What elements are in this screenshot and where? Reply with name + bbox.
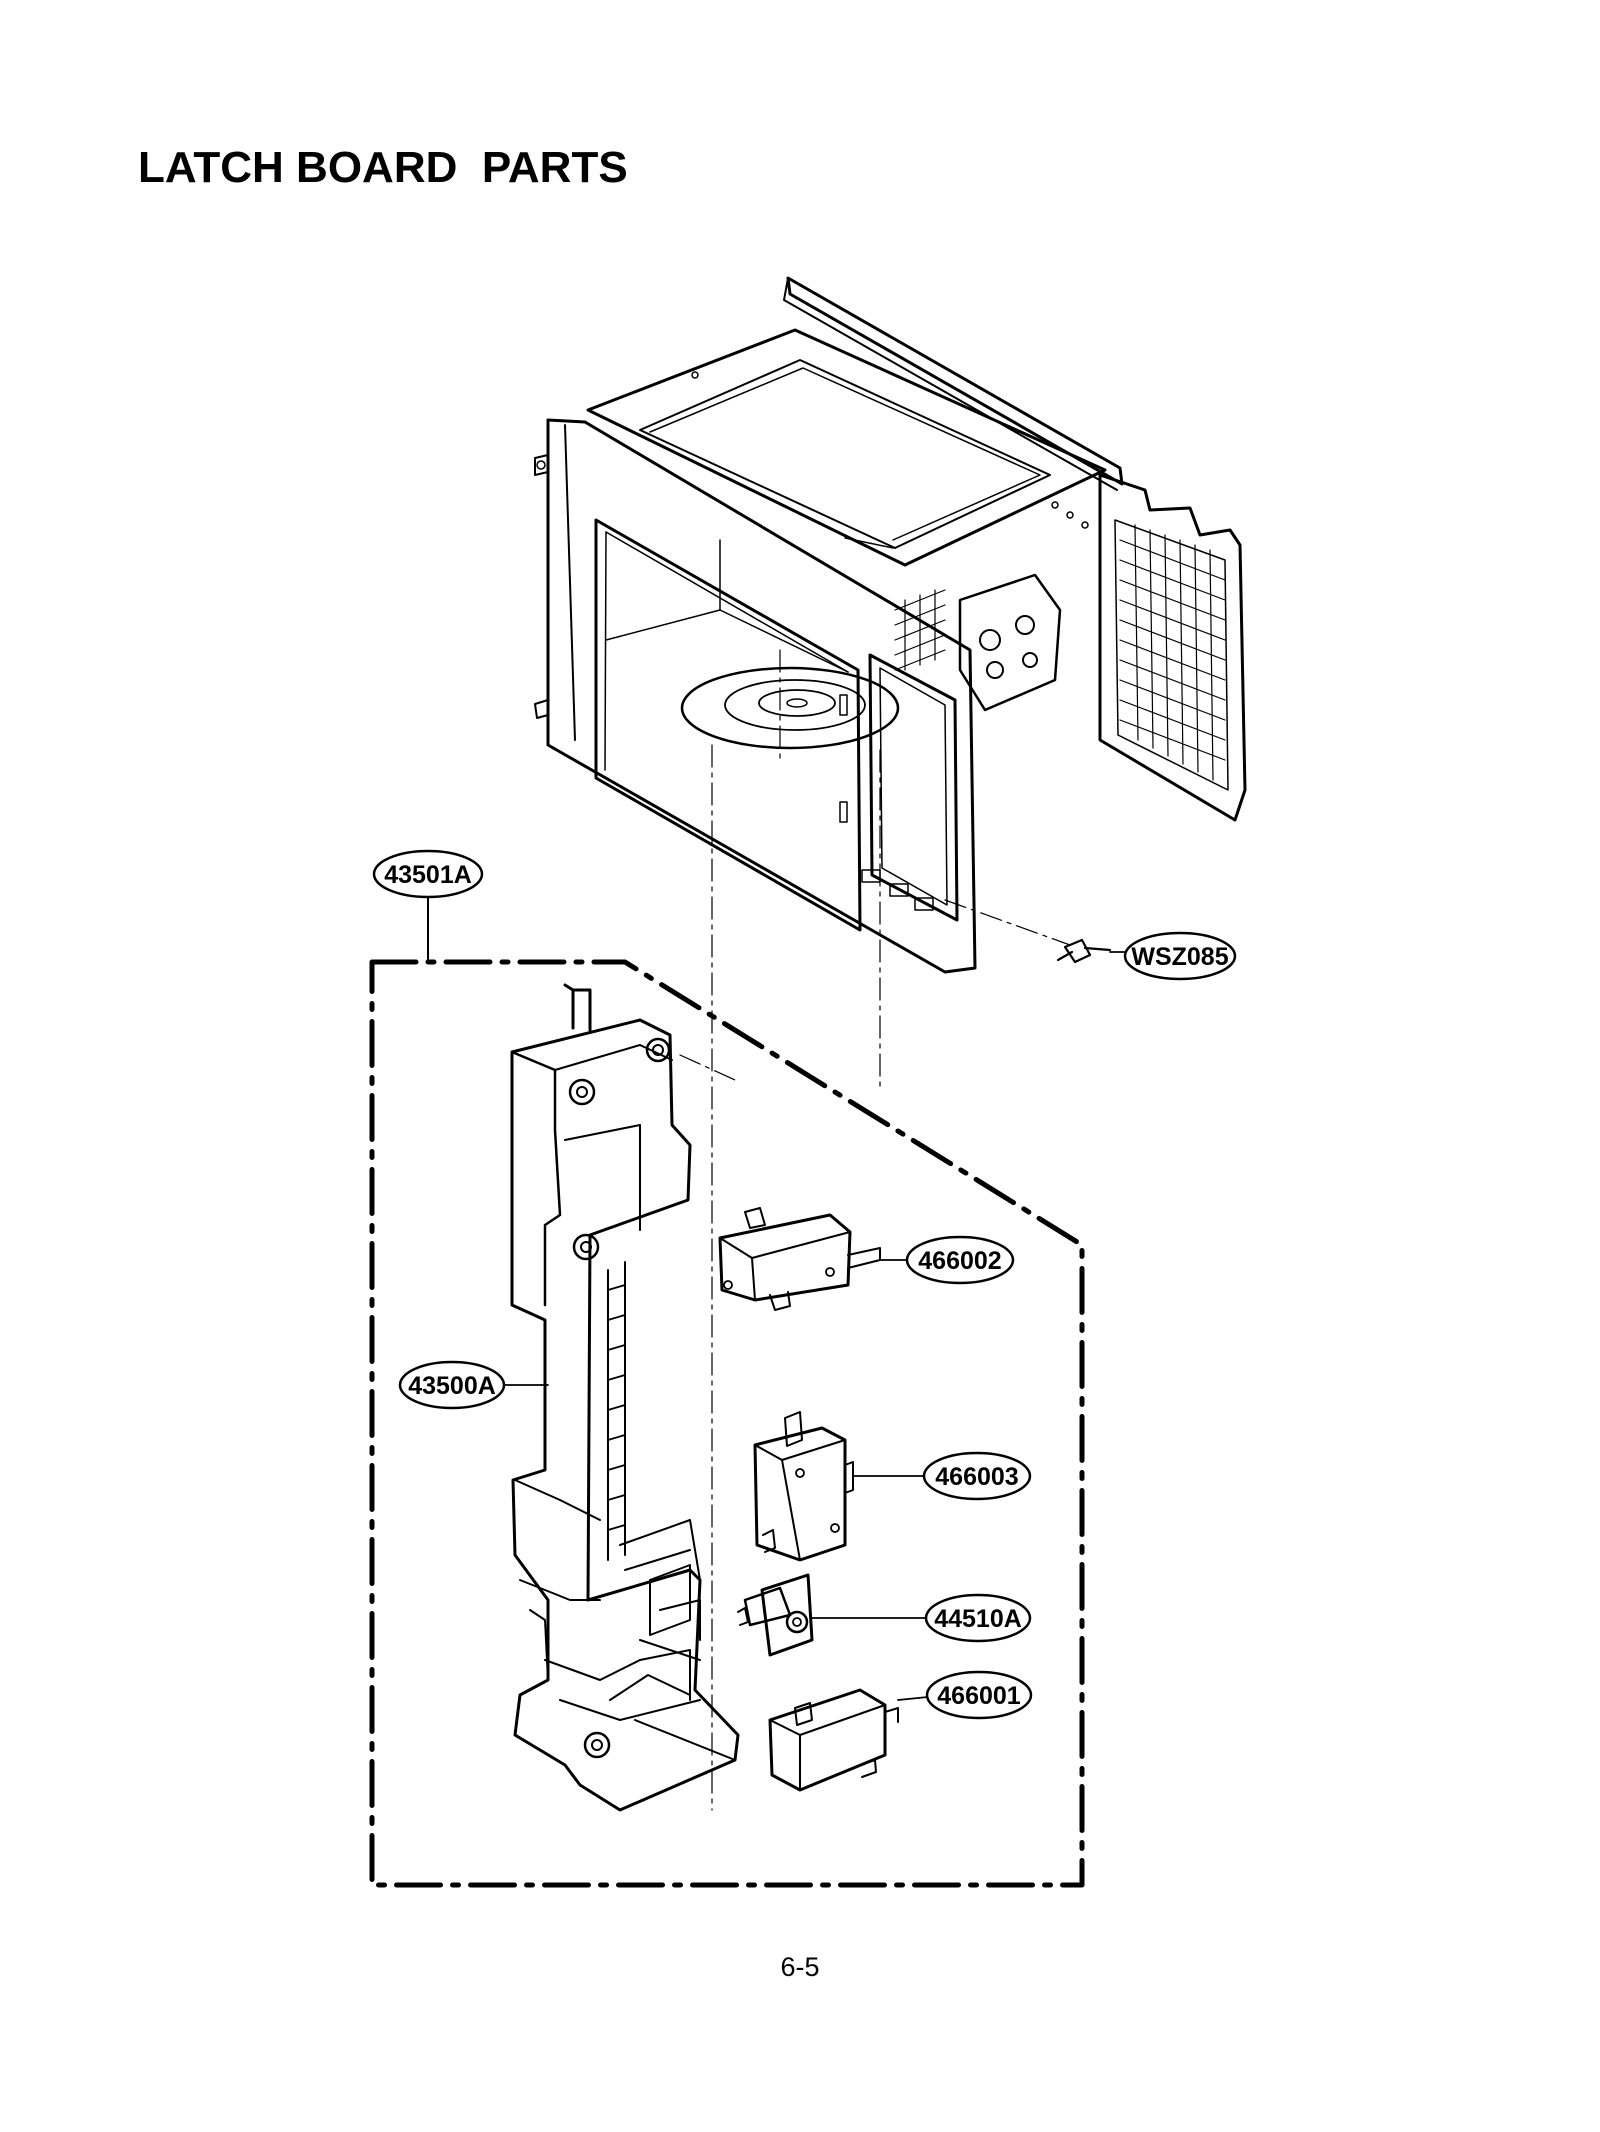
svg-text:43500A: 43500A <box>408 1372 496 1400</box>
switch-466001-drawing <box>768 1688 899 1792</box>
microwave-cavity <box>534 276 1247 974</box>
svg-text:43501A: 43501A <box>384 861 472 889</box>
page-title: LATCH BOARD PARTS <box>138 143 628 192</box>
label-466003: 466003 <box>922 1451 1032 1501</box>
lever-44510A-drawing <box>737 1573 814 1657</box>
svg-text:466003: 466003 <box>935 1463 1018 1491</box>
switch-466003-drawing <box>753 1411 854 1562</box>
svg-text:WSZ085: WSZ085 <box>1131 943 1228 971</box>
label-43500A: 43500A <box>398 1360 506 1410</box>
latch-board-drawing <box>510 983 740 1812</box>
svg-text:466002: 466002 <box>918 1247 1001 1275</box>
label-WSZ085: WSZ085 <box>1123 931 1237 981</box>
projection-lines <box>679 649 1071 1811</box>
assembly-boundary <box>369 959 1085 1888</box>
callout-leaders <box>501 951 1129 1701</box>
svg-text:44510A: 44510A <box>934 1605 1022 1633</box>
label-44510A: 44510A <box>924 1593 1032 1643</box>
label-466001: 466001 <box>925 1670 1033 1720</box>
label-43501A: 43501A <box>372 849 484 899</box>
svg-text:466001: 466001 <box>937 1682 1021 1710</box>
switch-466002-drawing <box>718 1207 881 1311</box>
label-466002: 466002 <box>905 1235 1015 1285</box>
screw-wsz085-drawing <box>1056 938 1112 964</box>
page-number: 6-5 <box>780 1952 820 1982</box>
